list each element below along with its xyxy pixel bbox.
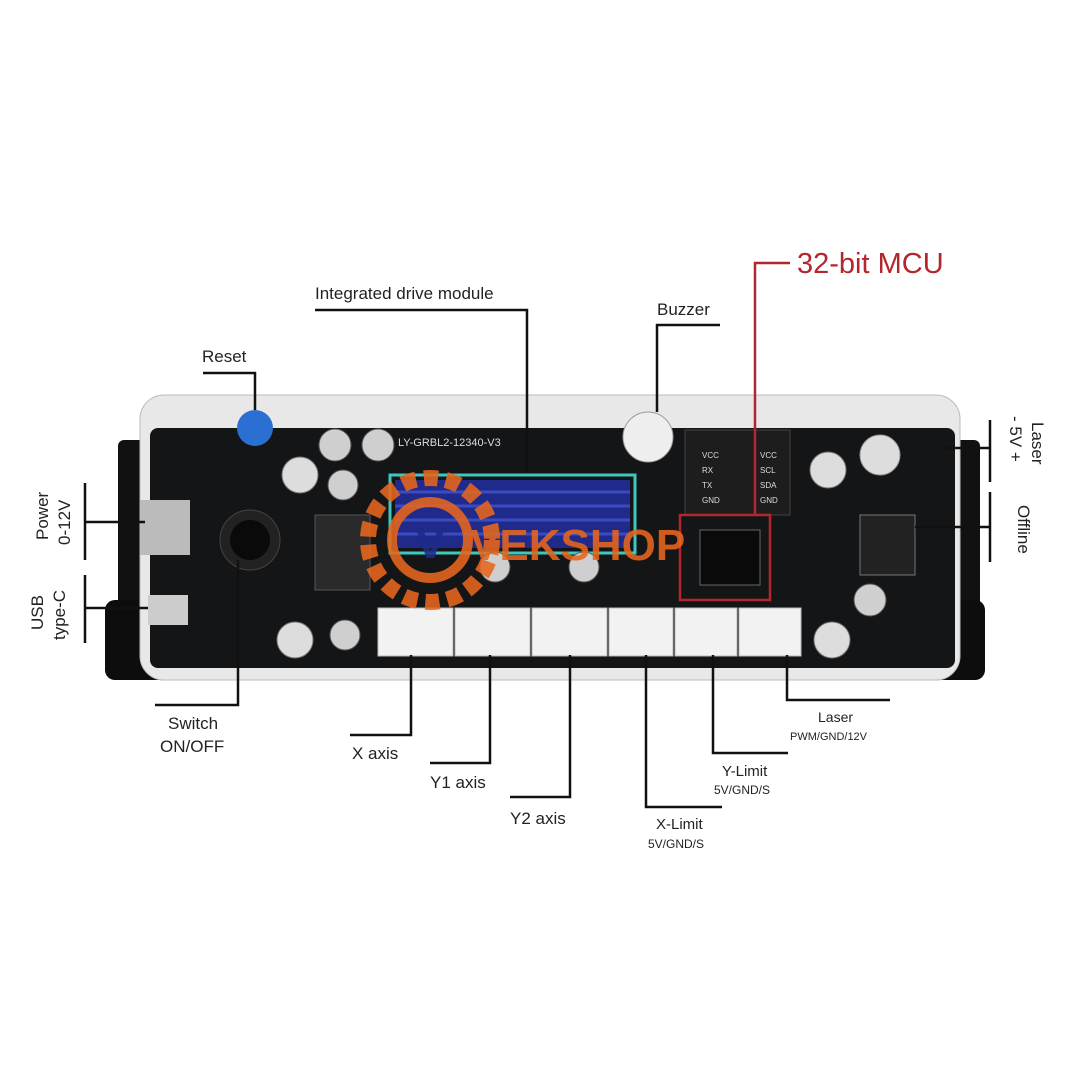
mcu-highlight bbox=[678, 513, 772, 602]
label-laser: Laser bbox=[818, 709, 853, 725]
power-switch bbox=[230, 520, 270, 560]
label-y-limit-pins: 5V/GND/S bbox=[714, 783, 770, 797]
pin-label: SCL bbox=[760, 466, 776, 475]
mcu-leader-line bbox=[753, 261, 790, 515]
label-y-limit: Y-Limit bbox=[722, 763, 768, 780]
label-usb-type: type-C bbox=[50, 590, 69, 640]
label-y2-axis: Y2 axis bbox=[510, 809, 566, 828]
label-x-axis: X axis bbox=[352, 744, 398, 763]
label-laser-5v: Laser bbox=[1028, 422, 1047, 465]
label-usb: USB bbox=[28, 595, 47, 630]
label-laser-5v-pins: - 5V + bbox=[1006, 416, 1025, 462]
drive-module-highlight bbox=[388, 473, 637, 555]
svg-text:V: V bbox=[413, 512, 448, 570]
board: LY-GRBL2-12340-V3 VCC RX TX GND VCC SCL … bbox=[105, 394, 985, 681]
label-power: Power bbox=[33, 491, 52, 540]
label-buzzer: Buzzer bbox=[657, 300, 710, 319]
label-laser-pins: PWM/GND/12V bbox=[790, 731, 868, 743]
label-drive-module: Integrated drive module bbox=[315, 284, 494, 303]
label-y1-axis: Y1 axis bbox=[430, 773, 486, 792]
board-model: LY-GRBL2-12340-V3 bbox=[398, 437, 501, 449]
buzzer bbox=[622, 411, 674, 463]
pin-label: VCC bbox=[702, 451, 719, 460]
pin-label: GND bbox=[760, 496, 778, 505]
pin-label: TX bbox=[702, 481, 713, 490]
watermark-text: VEKSHOP bbox=[470, 521, 685, 570]
label-x-limit-pins: 5V/GND/S bbox=[648, 837, 704, 851]
label-switch: Switch bbox=[168, 714, 218, 733]
label-mcu: 32-bit MCU bbox=[797, 248, 944, 280]
label-switch-state: ON/OFF bbox=[160, 737, 224, 756]
pin-label: GND bbox=[702, 496, 720, 505]
terminal-connectors bbox=[377, 607, 802, 657]
leader-lines bbox=[83, 308, 992, 809]
laser-5v-connector bbox=[859, 434, 901, 476]
label-reset: Reset bbox=[202, 347, 247, 366]
pin-label: SDA bbox=[760, 481, 777, 490]
label-x-limit: X-Limit bbox=[656, 816, 704, 833]
watermark-logo: V VEKSHOP bbox=[360, 470, 685, 610]
label-offline: Offline bbox=[1014, 505, 1033, 554]
pin-label: VCC bbox=[760, 451, 777, 460]
power-jack bbox=[140, 500, 190, 555]
label-power-voltage: 0-12V bbox=[55, 499, 74, 545]
offline-header bbox=[859, 514, 916, 576]
pin-label: RX bbox=[702, 466, 714, 475]
mcu-chip bbox=[699, 529, 761, 586]
usb-c-port bbox=[148, 595, 188, 625]
reset-button bbox=[237, 410, 273, 446]
